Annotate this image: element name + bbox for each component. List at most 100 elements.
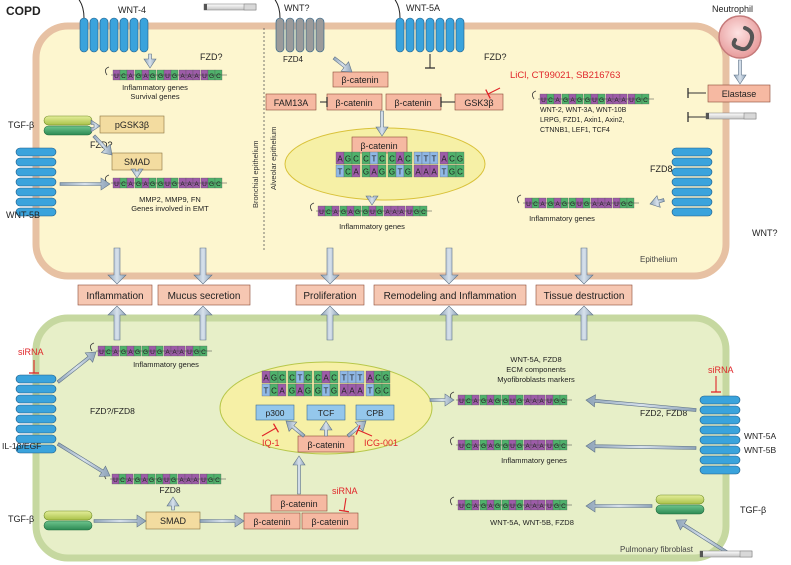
dna-epithelium-letter: C <box>449 155 455 164</box>
mrna-fzd8-letter: G <box>548 201 553 208</box>
mrna-wnt-genes-letter: G <box>563 97 568 104</box>
dna-epithelium-letter: T <box>432 155 437 164</box>
receptor-fzd8-helix <box>671 177 713 187</box>
receptor-wnt5a-helix <box>395 17 405 53</box>
tgfb-receptor-fibroblast <box>43 510 93 531</box>
mrna-smad-epithelium-letter: G <box>150 181 155 188</box>
fzd8-inflammatory-genes: Inflammatory genes <box>529 214 595 223</box>
dna-fibroblast-letter: T <box>324 387 329 396</box>
dna-epithelium-letter: T <box>416 155 421 164</box>
dna-epithelium-base <box>429 151 439 165</box>
outcome-box <box>77 284 153 306</box>
dna-fibroblast-base <box>355 370 365 384</box>
tgfb-receptor-epithelium-bottom <box>43 125 93 136</box>
receptor-wnt5a-helix <box>445 17 455 53</box>
smad-box-epithelium <box>111 152 163 171</box>
mrna-fibro-right-letter: C <box>466 398 471 405</box>
tgfb-receptor-fibroblast-top <box>43 510 93 521</box>
mrna-fibro-mid-letter: U <box>459 443 464 450</box>
dna-fibroblast-letter: G <box>375 387 381 396</box>
dna-fibroblast-letter: A <box>279 387 285 396</box>
receptor-fzd-fzd8 <box>15 374 57 454</box>
fam13a-text: FAM13A <box>274 98 309 108</box>
sirna-label-left: siRNA <box>18 347 44 357</box>
mrna-fibro-fzd8-letter: A <box>193 477 198 484</box>
pgsk3b-text: pGSK3β <box>115 120 149 130</box>
mrna-wnt-genes-letter: U <box>541 97 546 104</box>
fzd-fzd8-label: FZD?/FZD8 <box>90 406 135 416</box>
receptor-fzd2-fzd8-helix <box>699 455 741 465</box>
beta-catenin-text-3: β-catenin <box>394 98 431 108</box>
cigarette-top-ash <box>204 4 207 10</box>
mrna-fzd8-letter: C <box>628 201 633 208</box>
mrna-fibro-bottom-letter: G <box>554 503 559 510</box>
arrow-tgfb-smad <box>92 134 113 156</box>
receptor-wnt5a <box>394 0 465 53</box>
mrna-fibro-right-letter: G <box>503 398 508 405</box>
cigarette-fibroblast-ash <box>700 551 703 557</box>
arrow-beta-cpb <box>346 420 367 438</box>
mrna-smad-epithelium-letter: G <box>172 181 177 188</box>
receptor-wnt4-helix <box>119 17 129 53</box>
mrna-fibro-fzd8-letter: C <box>215 477 220 484</box>
mrna-smad-epithelium-letter: C <box>121 181 126 188</box>
mrna-wnt-genes-letter: U <box>629 97 634 104</box>
mrna-fibro-bottom-letter: C <box>561 503 566 510</box>
mrna-fibro-bottom-letter: G <box>503 503 508 510</box>
arrow-fibro-inflammation <box>107 305 127 341</box>
mrna-fibro-left-letter: A <box>128 349 133 356</box>
neutrophil-nucleus <box>731 26 755 52</box>
inhibit-icg001-bar <box>355 425 361 435</box>
mrna-fibro-fzd8-letter: G <box>171 477 176 484</box>
mrna-alveolar-letter: A <box>333 209 338 216</box>
receptor-wnt5b-helix <box>15 207 57 217</box>
mrna-fibro-mid-letter: G <box>495 443 500 450</box>
cpb-box <box>355 404 395 421</box>
receptor-wnt4-helix <box>129 17 139 53</box>
mrna-smad-epithelium-letter: G <box>158 181 163 188</box>
arrow-wnt5a-genes <box>585 439 697 453</box>
mrna-wnt4-letter: C <box>121 73 126 80</box>
mrna-fibro-mid-letter: U <box>547 443 552 450</box>
fzd8-label: FZD8 <box>650 164 673 174</box>
arrow-to-remodeling <box>439 247 459 285</box>
mrna-fibro-left-letter: C <box>106 349 111 356</box>
mrna-fibro-left-letter: C <box>201 349 206 356</box>
mrna-alveolar-letter: U <box>319 209 324 216</box>
mrna-wnt4-letter: A <box>180 73 185 80</box>
mrna-smad-epithelium-letter: U <box>114 181 119 188</box>
mrna-fibro-fzd8-letter: A <box>142 477 147 484</box>
alveolar-inflammatory-genes: Inflammatory genes <box>339 222 405 231</box>
receptor-wnt5b-helix <box>15 197 57 207</box>
tgfb-label-epithelium: TGF-β <box>8 120 34 130</box>
mrna-smad-epithelium-letter: C <box>216 181 221 188</box>
mrna-wnt4-letter: G <box>136 73 141 80</box>
dna-fibroblast-letter: G <box>315 387 321 396</box>
dna-epithelium-letter: T <box>424 155 429 164</box>
mrna-fzd8-letter: U <box>614 201 619 208</box>
tgfb-receptor-fibroblast-bottom <box>43 520 93 531</box>
receptor-wnt5a-helix <box>455 17 465 53</box>
mrna-fibro-fzd8-letter: G <box>157 477 162 484</box>
fzd-question-label-2: FZD? <box>484 52 507 62</box>
mrna-wnt-genes-letter: A <box>621 97 626 104</box>
mrna-alveolar-letter: C <box>326 209 331 216</box>
dna-epithelium-letter: A <box>353 168 359 177</box>
receptor-fzd2-fzd8-helix <box>699 405 741 415</box>
dna-epithelium-base <box>351 151 361 165</box>
mrna-fibro-fzd8-letter: G <box>135 477 140 484</box>
dna-fibroblast-letter: C <box>271 387 277 396</box>
mrna-fibro-mid-letter: A <box>488 443 493 450</box>
mrna-fzd8-letter: U <box>526 201 531 208</box>
icg001-label: ICG-001 <box>364 438 398 448</box>
dna-fibroblast-letter: C <box>375 374 381 383</box>
beta-catenin-box-fibro-3 <box>301 512 359 530</box>
dna-fibroblast-letter: T <box>350 374 355 383</box>
arrow-beta-nucleus <box>375 110 389 137</box>
outcome-text: Remodeling and Inflammation <box>384 291 517 302</box>
dna-epithelium-letter: C <box>379 155 385 164</box>
dna-epithelium-base <box>377 164 387 178</box>
